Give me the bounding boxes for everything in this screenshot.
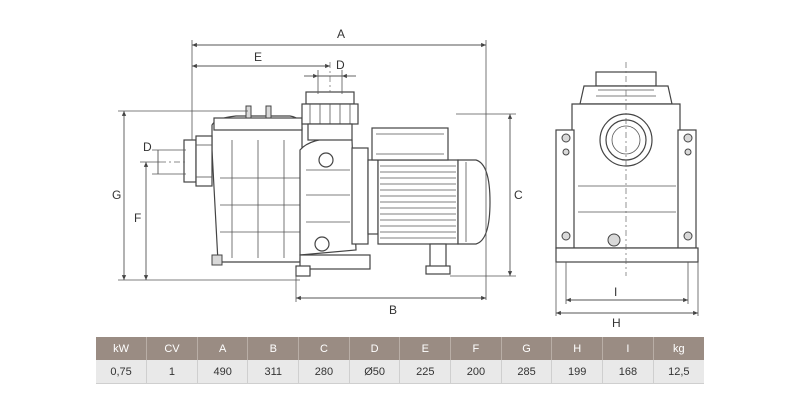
pump-front-view <box>555 62 699 276</box>
table-header-row: kW CV A B C D E F G H I kg <box>96 337 704 360</box>
col-header-kw: kW <box>96 337 148 360</box>
specification-table: kW CV A B C D E F G H I kg 0,75 1 490 31… <box>96 337 704 384</box>
col-header-f: F <box>450 337 502 360</box>
cell-cv: 1 <box>146 360 198 384</box>
dim-label-f: F <box>134 211 141 225</box>
col-header-h: H <box>551 337 604 360</box>
dim-label-c: C <box>514 188 523 202</box>
pump-dimension-drawing: A E D B C G F D I H <box>112 27 699 330</box>
side-view-dimensions <box>118 40 516 302</box>
cell-f: 200 <box>450 360 502 384</box>
dim-label-a: A <box>337 27 345 41</box>
cell-kw: 0,75 <box>96 360 148 384</box>
cell-d: Ø50 <box>349 360 401 384</box>
col-header-g: G <box>501 337 553 360</box>
dim-label-i: I <box>614 285 617 299</box>
col-header-cv: CV <box>146 337 198 360</box>
col-header-a: A <box>197 337 249 360</box>
cell-c: 280 <box>298 360 350 384</box>
dim-label-h: H <box>612 316 621 330</box>
table-row: 0,75 1 490 311 280 Ø50 225 200 285 199 1… <box>96 360 704 384</box>
front-view-dimensions <box>555 262 699 316</box>
col-header-i: I <box>602 337 654 360</box>
dim-label-e: E <box>254 50 262 64</box>
cell-b: 311 <box>247 360 300 384</box>
dim-label-d-top: D <box>336 58 345 72</box>
cell-a: 490 <box>197 360 249 384</box>
cell-i: 168 <box>602 360 654 384</box>
dim-label-d-side: D <box>143 140 152 154</box>
col-header-kg: kg <box>653 337 704 360</box>
col-header-d: D <box>349 337 401 360</box>
dim-label-g: G <box>112 188 121 202</box>
cell-h: 199 <box>551 360 604 384</box>
motor-fins <box>380 165 456 239</box>
cell-kg: 12,5 <box>653 360 704 384</box>
dim-label-b: B <box>389 303 397 317</box>
pump-side-view <box>160 62 491 277</box>
col-header-e: E <box>399 337 452 360</box>
cell-e: 225 <box>399 360 452 384</box>
col-header-c: C <box>298 337 350 360</box>
col-header-b: B <box>247 337 300 360</box>
cell-g: 285 <box>501 360 553 384</box>
